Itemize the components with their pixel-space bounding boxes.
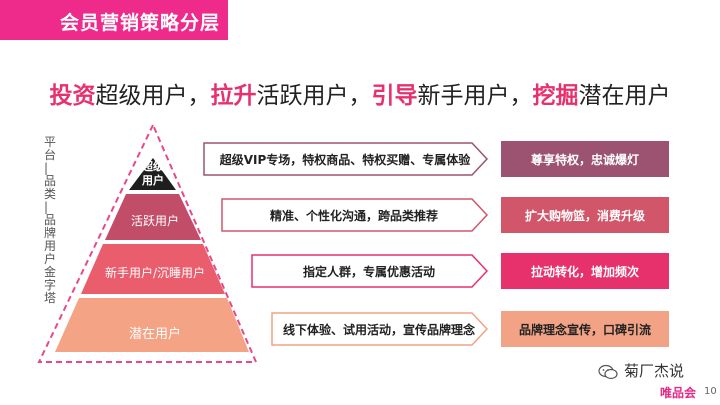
wechat-watermark: 菊厂杰说	[598, 360, 684, 381]
wechat-icon	[598, 364, 618, 379]
user-pyramid	[37, 122, 258, 363]
title-bar: 会员营销策略分层	[0, 0, 228, 40]
pyramid-level-2-label: 活跃用户	[130, 214, 179, 228]
footer-brand: 唯品会	[660, 386, 697, 400]
tactic-box-1: 超级VIP专场，特权商品、特权买赠、专属体验	[200, 140, 490, 178]
pyramid-level-1-label: 超级用户	[134, 160, 172, 188]
pyramid-level-2-shape	[105, 194, 201, 240]
headline-text-1: 超级用户，	[95, 83, 211, 109]
pyramid-level-3-label: 新手用户/沉睡用户	[104, 266, 206, 280]
headline-keyword-mine: 挖掘	[532, 83, 579, 109]
tactic-arrow-3-shape	[251, 254, 489, 288]
pyramid-level-1-text: 超级用户	[142, 160, 164, 187]
headline-text-2: 活跃用户，	[256, 83, 372, 109]
pyramid-level-1-shape	[129, 158, 176, 190]
pyramid-level-3-shape	[81, 244, 225, 294]
tactic-text-2: 精准、个性化沟通，跨品类推荐	[269, 208, 438, 223]
page-title: 会员营销策略分层	[60, 12, 221, 34]
tactic-arrow-2-shape	[221, 198, 489, 232]
tactic-arrow-4-shape	[271, 312, 489, 346]
headline-keyword-guide: 引导	[371, 83, 418, 109]
tactic-box-2: 精准、个性化沟通，跨品类推荐	[218, 196, 490, 234]
outcome-box-4: 品牌理念宣传，口碑引流	[501, 311, 669, 347]
outcome-box-2: 扩大购物篮，消费升级	[501, 197, 669, 233]
pyramid-level-4-label: 潜在用户	[128, 327, 181, 342]
headline-text-4: 潜在用户	[578, 83, 671, 109]
pyramid-side-label: 平台 | 品类 | 品牌 用户金字塔	[44, 135, 57, 305]
headline: 投资超级用户，拉升活跃用户，引导新手用户，挖掘潜在用户	[0, 76, 720, 110]
tactic-box-4: 线下体验、试用活动，宣传品牌理念	[268, 310, 490, 348]
tactic-box-3: 指定人群，专属优惠活动	[248, 252, 490, 290]
tactic-text-1: 超级VIP专场，特权商品、特权买赠、专属体验	[219, 152, 471, 167]
outcome-box-1: 尊享特权，忠诚爆灯	[501, 141, 669, 177]
tactic-arrow-1-shape	[203, 142, 489, 176]
headline-keyword-raise: 拉升	[210, 83, 257, 109]
page-number: 10	[704, 386, 717, 397]
pyramid-level-4-shape	[55, 298, 249, 352]
tactic-text-3: 指定人群，专属优惠活动	[302, 264, 435, 279]
headline-text-3: 新手用户，	[417, 83, 533, 109]
headline-keyword-invest: 投资	[49, 83, 96, 109]
outcome-box-3: 拉动转化，增加频次	[501, 253, 669, 289]
wechat-account-name: 菊厂杰说	[624, 362, 685, 380]
pyramid-outline	[37, 122, 258, 363]
tactic-text-4: 线下体验、试用活动，宣传品牌理念	[282, 322, 475, 337]
